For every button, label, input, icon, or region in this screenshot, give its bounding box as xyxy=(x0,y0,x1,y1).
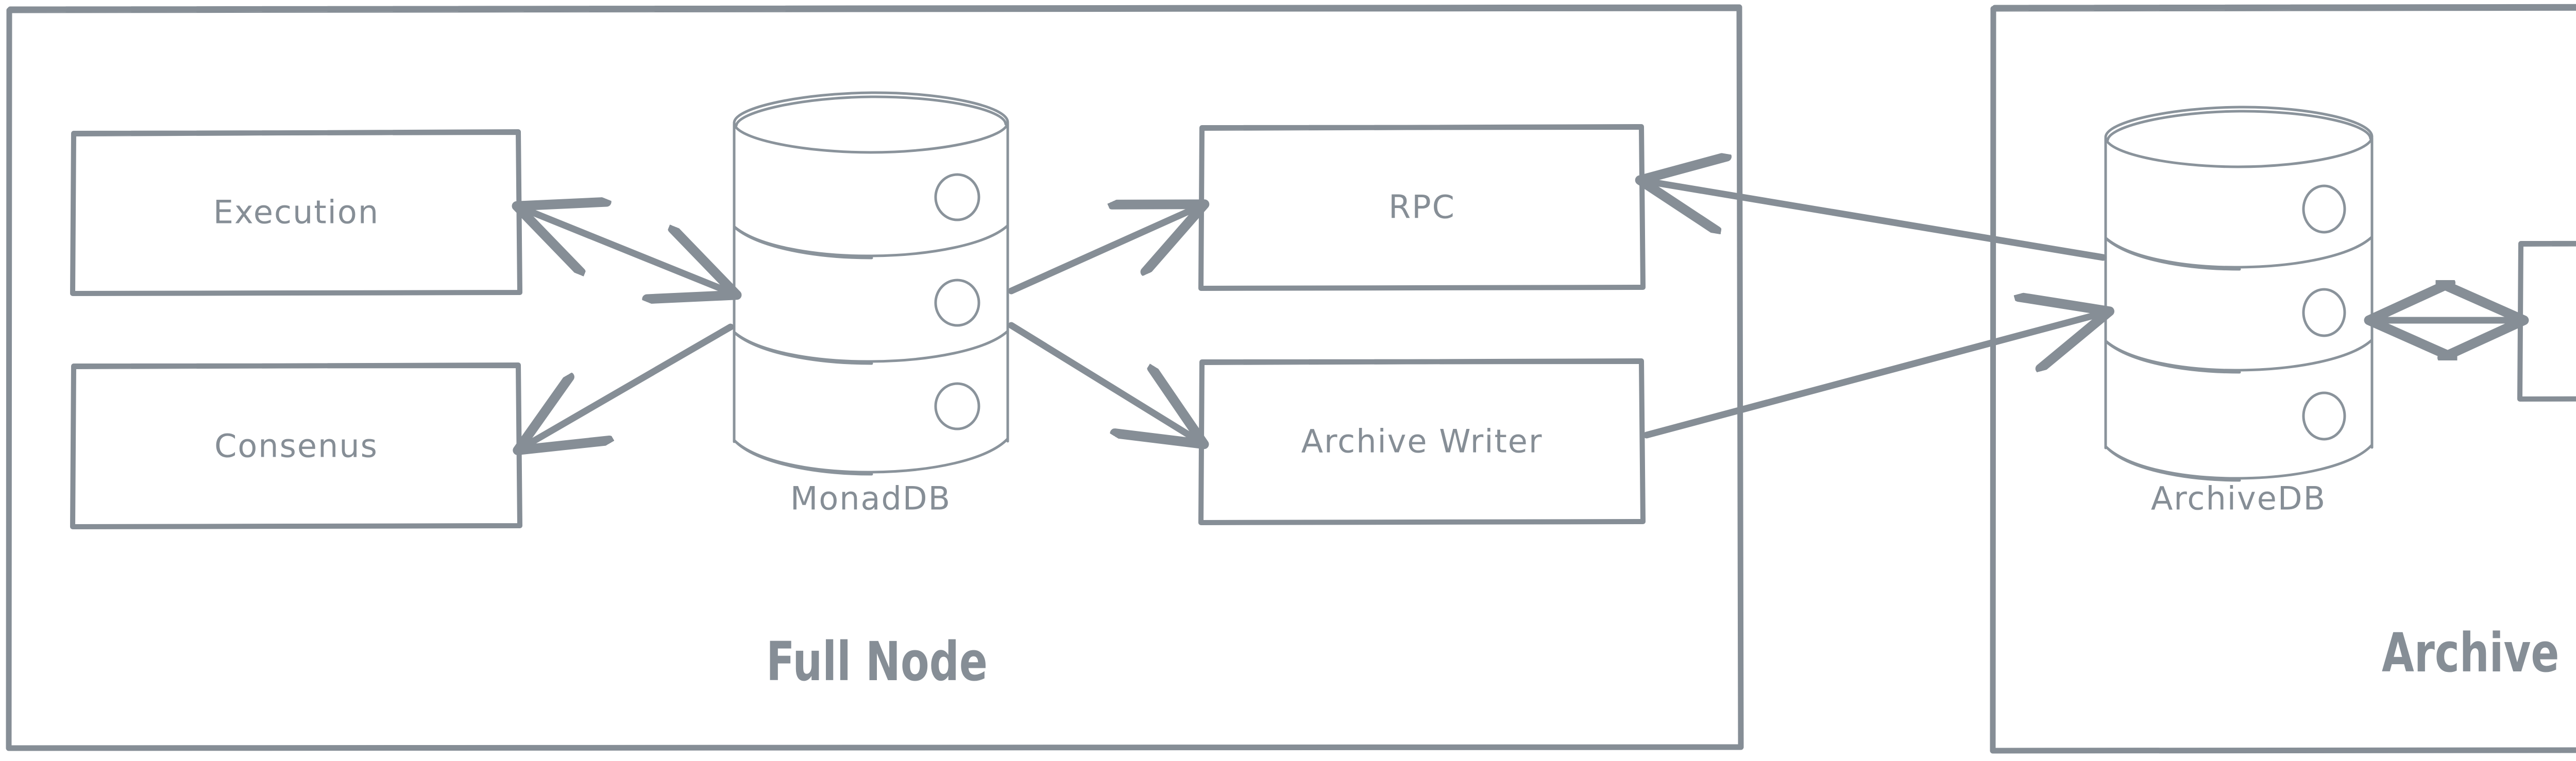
box-archive-writer-border xyxy=(1198,358,1646,525)
box-consensus-border xyxy=(70,362,522,529)
connector-archivedb-rpc xyxy=(1647,181,2107,261)
connector-monaddb-rpc xyxy=(1008,207,1198,295)
box-rpc-border xyxy=(1198,124,1646,291)
database-archivedb-shape xyxy=(2104,106,2374,482)
connector-monaddb-archive-writer xyxy=(1008,322,1198,441)
database-monaddb-shape xyxy=(733,91,1009,476)
connector-execution-monaddb xyxy=(523,209,731,292)
panel-full-node-border xyxy=(6,4,1744,751)
connector-archive-writer-archivedb xyxy=(1643,313,2103,439)
box-execution-border xyxy=(70,129,522,296)
connector-monaddb-consensus xyxy=(523,323,734,447)
box-indexer-border xyxy=(2517,240,2576,402)
panel-archive-server-border xyxy=(1990,4,2576,754)
